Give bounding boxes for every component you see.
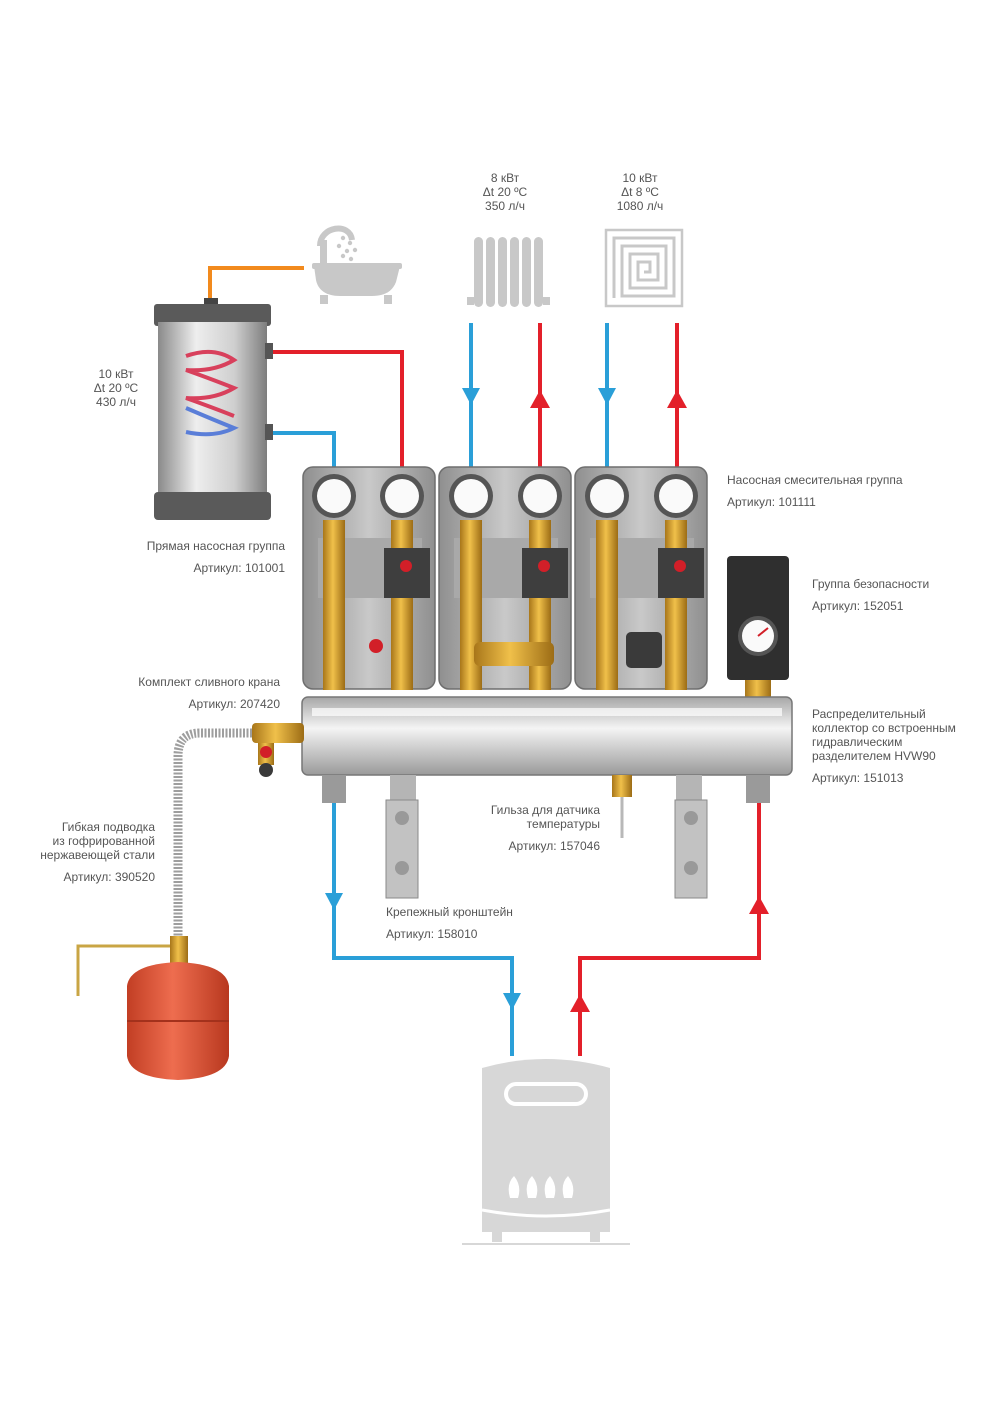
floor-heating-icon — [604, 228, 684, 308]
spec-power: 8 кВт — [490, 171, 520, 185]
drain-valve-kit — [252, 723, 304, 777]
spec-flow: 430 л/ч — [96, 395, 136, 409]
label-line: Гибкая подводка — [61, 820, 155, 834]
radiator-spec: 8 кВт Δt 20 ºC 350 л/ч — [455, 171, 555, 213]
bathtub-icon — [312, 225, 402, 304]
arrow-up-icon — [667, 390, 687, 408]
spec-flow: 350 л/ч — [485, 199, 525, 213]
flexible-hose — [173, 728, 252, 938]
arrow-up-icon — [749, 896, 769, 914]
flex-hose-label: Гибкая подводка из гофрированной нержаве… — [10, 820, 155, 884]
label-article: Артикул: 390520 — [63, 870, 155, 884]
label-article: Артикул: 152051 — [812, 599, 904, 613]
label-line: гидравлическим — [812, 735, 903, 749]
arrow-down-icon — [462, 388, 480, 405]
tank-spec: 10 кВт Δt 20 ºC 430 л/ч — [66, 367, 166, 409]
bracket-label: Крепежный кронштейн Артикул: 158010 — [386, 905, 513, 941]
mounting-bracket — [385, 799, 419, 899]
tank-return-pipe — [270, 431, 336, 470]
safety-group-label: Группа безопасности Артикул: 152051 — [812, 577, 929, 613]
label-name: Прямая насосная группа — [146, 539, 285, 553]
arrow-down-icon — [598, 388, 616, 405]
mounting-bracket — [674, 799, 708, 899]
label-name: Насосная смесительная группа — [727, 473, 903, 487]
label-article: Артикул: 101001 — [193, 561, 285, 575]
boiler-icon — [462, 1059, 630, 1245]
label-line: нержавеющей стали — [40, 848, 155, 862]
label-name: Крепежный кронштейн — [386, 905, 513, 919]
label-article: Артикул: 157046 — [508, 839, 600, 853]
spec-power: 10 кВт — [622, 171, 658, 185]
label-article: Артикул: 207420 — [188, 697, 280, 711]
spec-flow: 1080 л/ч — [616, 199, 664, 213]
safety-group-device — [727, 556, 789, 698]
spec-delta-t: Δt 20 ºC — [482, 185, 528, 199]
sensor-sleeve-label: Гильза для датчика температуры Артикул: … — [440, 803, 600, 853]
label-article: Артикул: 101111 — [727, 495, 816, 509]
arrow-down-icon — [503, 993, 521, 1010]
direct-group-label: Прямая насосная группа Артикул: 101001 — [80, 539, 285, 575]
label-name: Комплект сливного крана — [138, 675, 280, 689]
label-article: Артикул: 151013 — [812, 771, 904, 785]
water-heater-tank — [154, 298, 273, 520]
boiler-supply-pipe — [578, 803, 761, 1056]
label-article: Артикул: 158010 — [386, 927, 478, 941]
spec-delta-t: Δt 8 ºC — [621, 185, 659, 199]
label-line: разделителем HVW90 — [812, 749, 936, 763]
tank-supply-pipe — [270, 350, 404, 470]
hot-water-pipe — [208, 266, 304, 304]
distribution-manifold — [301, 696, 793, 803]
label-line: температуры — [526, 817, 600, 831]
arrow-up-icon — [530, 390, 550, 408]
heating-coil — [185, 349, 239, 418]
label-line: из гофрированной — [52, 834, 155, 848]
arrow-down-icon — [325, 893, 343, 910]
mixing-group-label: Насосная смесительная группа Артикул: 10… — [727, 473, 903, 509]
label-name: Группа безопасности — [812, 577, 930, 591]
expansion-vessel — [127, 936, 229, 1080]
vessel-fill-pipe — [76, 944, 176, 996]
drain-kit-label: Комплект сливного крана Артикул: 207420 — [60, 675, 280, 711]
sensor-sleeve — [612, 775, 632, 838]
spec-power: 10 кВт — [98, 367, 134, 381]
mixing-pump-group-2 — [574, 466, 708, 690]
label-line: Распределительный — [812, 707, 926, 721]
label-line: коллектор со встроенным — [812, 721, 956, 735]
label-line: Гильза для датчика — [490, 803, 600, 817]
mixing-pump-group-1 — [438, 466, 572, 690]
floor-spec: 10 кВт Δt 8 ºC 1080 л/ч — [590, 171, 690, 213]
arrow-up-icon — [570, 994, 590, 1012]
spec-delta-t: Δt 20 ºC — [93, 381, 139, 395]
radiator-icon — [467, 237, 550, 307]
direct-pump-group — [302, 466, 436, 690]
manifold-label: Распределительный коллектор со встроенны… — [812, 707, 956, 785]
